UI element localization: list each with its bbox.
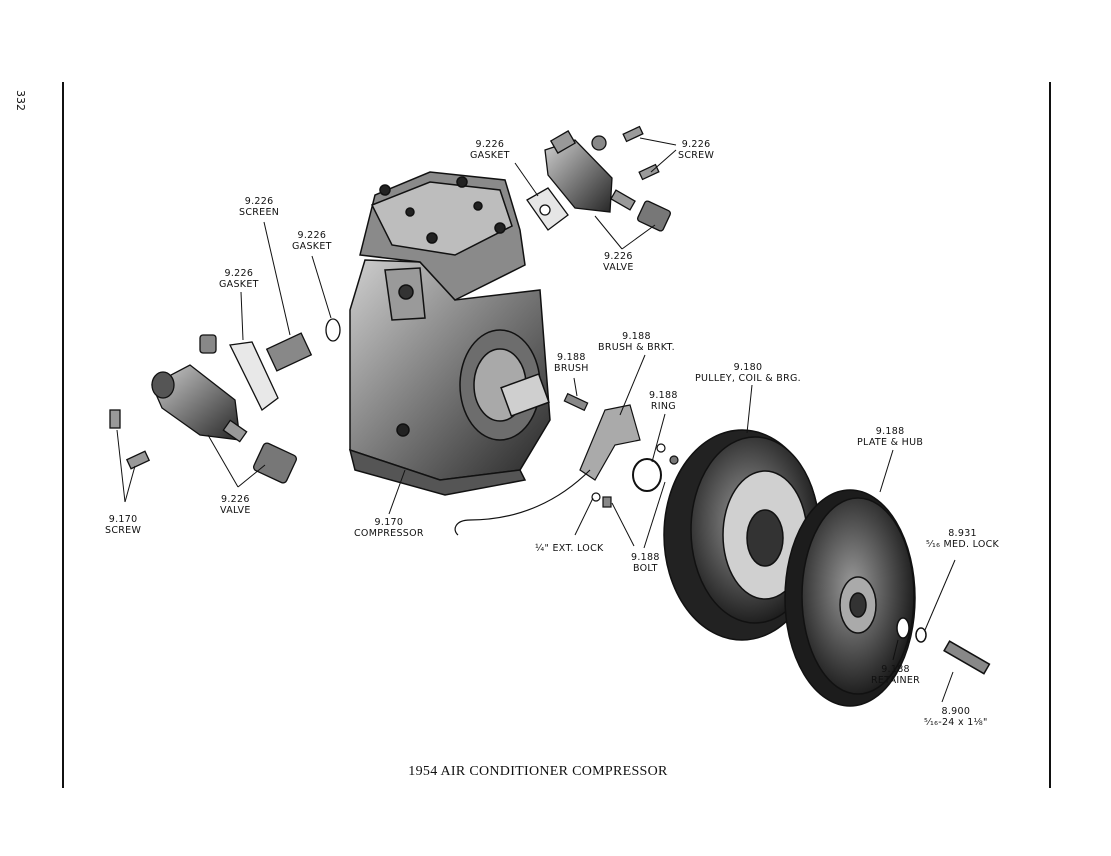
callout-number: 9.170 bbox=[108, 514, 138, 525]
callout-retainer: 9.188 RETAINER bbox=[871, 664, 920, 686]
callout-label: RETAINER bbox=[871, 675, 921, 686]
callout-plate-hub: 9.188 PLATE & HUB bbox=[857, 426, 923, 448]
callout-number: 9.180 bbox=[733, 362, 763, 373]
right-margin-rule bbox=[1049, 82, 1051, 788]
callout-number: 9.226 bbox=[224, 268, 254, 279]
callout-label: SCREW bbox=[105, 525, 142, 536]
leader-lines bbox=[116, 137, 956, 703]
callout-label: GASKET bbox=[219, 279, 259, 290]
callout-screw-top: 9.226 SCREW bbox=[678, 139, 714, 161]
callout-number: 8.900 bbox=[941, 706, 971, 717]
callout-bolt-small: 9.188 BOLT bbox=[631, 552, 660, 574]
callout-label: BRUSH bbox=[554, 363, 589, 374]
callout-label: GASKET bbox=[470, 150, 510, 161]
callout-number: 9.226 bbox=[244, 196, 274, 207]
callout-label: RING bbox=[650, 401, 676, 412]
callout-ext-lock: ¼" EXT. LOCK bbox=[535, 543, 604, 554]
callout-label: PLATE & HUB bbox=[857, 437, 924, 448]
callout-number: 9.226 bbox=[681, 139, 711, 150]
callout-label: ¼" EXT. LOCK bbox=[535, 543, 604, 554]
callout-number: 9.226 bbox=[220, 494, 250, 505]
callout-number: 9.226 bbox=[297, 230, 327, 241]
callout-med-lock: 8.931 ⁵⁄₁₆ MED. LOCK bbox=[926, 528, 999, 550]
callout-label: VALVE bbox=[603, 262, 634, 273]
callout-label: ⁵⁄₁₆-24 x 1⅛" bbox=[924, 717, 988, 728]
callout-label: COMPRESSOR bbox=[354, 528, 424, 539]
callout-number: 9.188 bbox=[631, 552, 660, 563]
callout-number: 9.188 bbox=[622, 331, 651, 342]
callout-label: SCREEN bbox=[239, 207, 280, 218]
callout-label: GASKET bbox=[292, 241, 332, 252]
callout-screw-left: 9.170 SCREW bbox=[105, 514, 141, 536]
plate-and-hub bbox=[784, 489, 991, 707]
callout-label: BRUSH & BRKT. bbox=[598, 342, 675, 353]
callout-label: SCREW bbox=[678, 150, 715, 161]
callout-gasket-left: 9.226 GASKET bbox=[219, 268, 259, 290]
callout-brush: 9.188 BRUSH bbox=[554, 352, 589, 374]
callout-number: 9.188 bbox=[557, 352, 586, 363]
callout-label: ⁵⁄₁₆ MED. LOCK bbox=[926, 539, 1000, 550]
callout-gasket-top: 9.226 GASKET bbox=[470, 139, 510, 161]
callout-number: 9.226 bbox=[475, 139, 505, 150]
callout-number: 9.188 bbox=[649, 390, 678, 401]
callout-valve-top: 9.226 VALVE bbox=[603, 251, 634, 273]
callout-number: 9.188 bbox=[881, 664, 910, 675]
callout-number: 9.170 bbox=[374, 517, 404, 528]
callout-compressor: 9.170 COMPRESSOR bbox=[354, 517, 424, 539]
callout-brush-bracket: 9.188 BRUSH & BRKT. bbox=[598, 331, 675, 353]
callout-bolt-large: 8.900 ⁵⁄₁₆-24 x 1⅛" bbox=[924, 706, 988, 728]
left-valve-assembly bbox=[109, 318, 341, 484]
callout-number: 8.931 bbox=[948, 528, 977, 539]
callout-gasket-mid: 9.226 GASKET bbox=[292, 230, 332, 252]
compressor-body bbox=[348, 171, 551, 496]
callout-screen: 9.226 SCREEN bbox=[239, 196, 279, 218]
callout-ring: 9.188 RING bbox=[649, 390, 678, 412]
figure-caption: 1954 AIR CONDITIONER COMPRESSOR bbox=[408, 764, 668, 779]
top-valve-assembly bbox=[526, 125, 672, 232]
callout-valve-left: 9.226 VALVE bbox=[220, 494, 251, 516]
callout-label: BOLT bbox=[632, 563, 658, 574]
callout-number: 9.188 bbox=[875, 426, 905, 437]
left-margin-rule bbox=[62, 82, 64, 788]
callout-pulley: 9.180 PULLEY, COIL & BRG. bbox=[695, 362, 801, 384]
callout-label: VALVE bbox=[220, 505, 251, 516]
callout-label: PULLEY, COIL & BRG. bbox=[695, 373, 801, 384]
brush-bracket-assembly bbox=[454, 392, 679, 536]
callout-number: 9.226 bbox=[603, 251, 633, 262]
